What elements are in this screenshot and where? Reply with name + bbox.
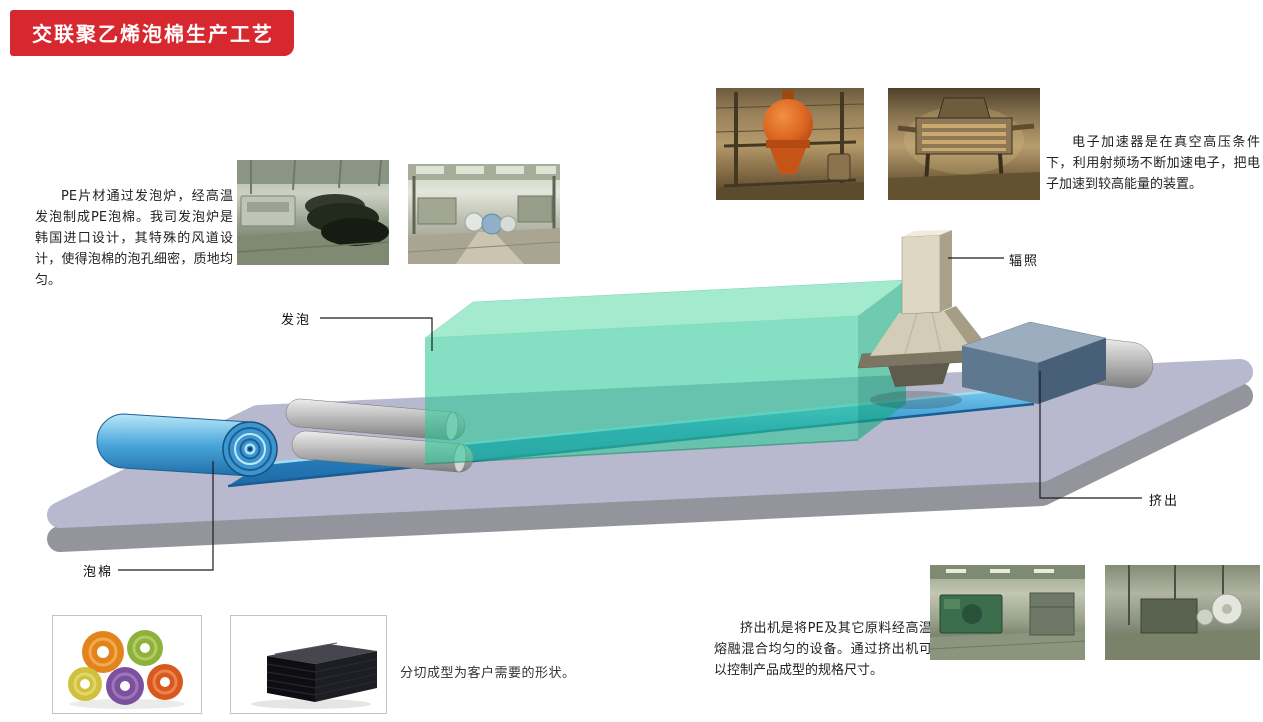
leader-line-foaming [320, 317, 433, 351]
photo-extruder-workshop-1 [930, 565, 1085, 660]
extruder-description: 挤出机是将PE及其它原料经高温熔融混合均匀的设备。通过挤出机可以控制产品成型的规… [714, 621, 932, 678]
photo-accelerator-2 [888, 88, 1040, 200]
platform [47, 359, 1253, 552]
photo-accelerator-1 [716, 88, 864, 200]
pe-sheet [227, 382, 1063, 488]
photo-extruder-workshop-2 [1105, 565, 1260, 660]
foam-roll [96, 413, 278, 477]
photo-black-foam-sheets [230, 615, 387, 714]
label-foaming: 发泡 [281, 313, 312, 328]
calender-rollers [285, 398, 474, 473]
page-title-banner: 交联聚乙烯泡棉生产工艺 [10, 10, 294, 56]
cutting-caption: 分切成型为客户需要的形状。 [400, 666, 576, 681]
photo-foaming-line-1 [237, 160, 389, 265]
accelerator-description: 电子加速器是在真空高压条件下，利用射频场不断加速电子，把电子加速到较高能量的装置… [1046, 135, 1260, 192]
leader-line-extrusion [1039, 371, 1142, 499]
photo-colored-foam-rolls [52, 615, 202, 714]
foaming-chamber [424, 279, 907, 465]
label-irradiation: 辐照 [1009, 254, 1040, 269]
page-title: 交联聚乙烯泡棉生产工艺 [32, 22, 274, 46]
irradiation-tower [857, 230, 989, 409]
label-extrusion: 挤出 [1149, 494, 1180, 509]
photo-foaming-line-2 [408, 164, 560, 264]
foaming-description: PE片材通过发泡炉，经高温发泡制成PE泡棉。我司发泡炉是韩国进口设计，其特殊的风… [35, 189, 233, 288]
leader-lines [118, 257, 1142, 571]
extruder-machine [961, 321, 1154, 404]
label-foam: 泡棉 [83, 565, 114, 580]
leader-line-foam [118, 461, 214, 571]
